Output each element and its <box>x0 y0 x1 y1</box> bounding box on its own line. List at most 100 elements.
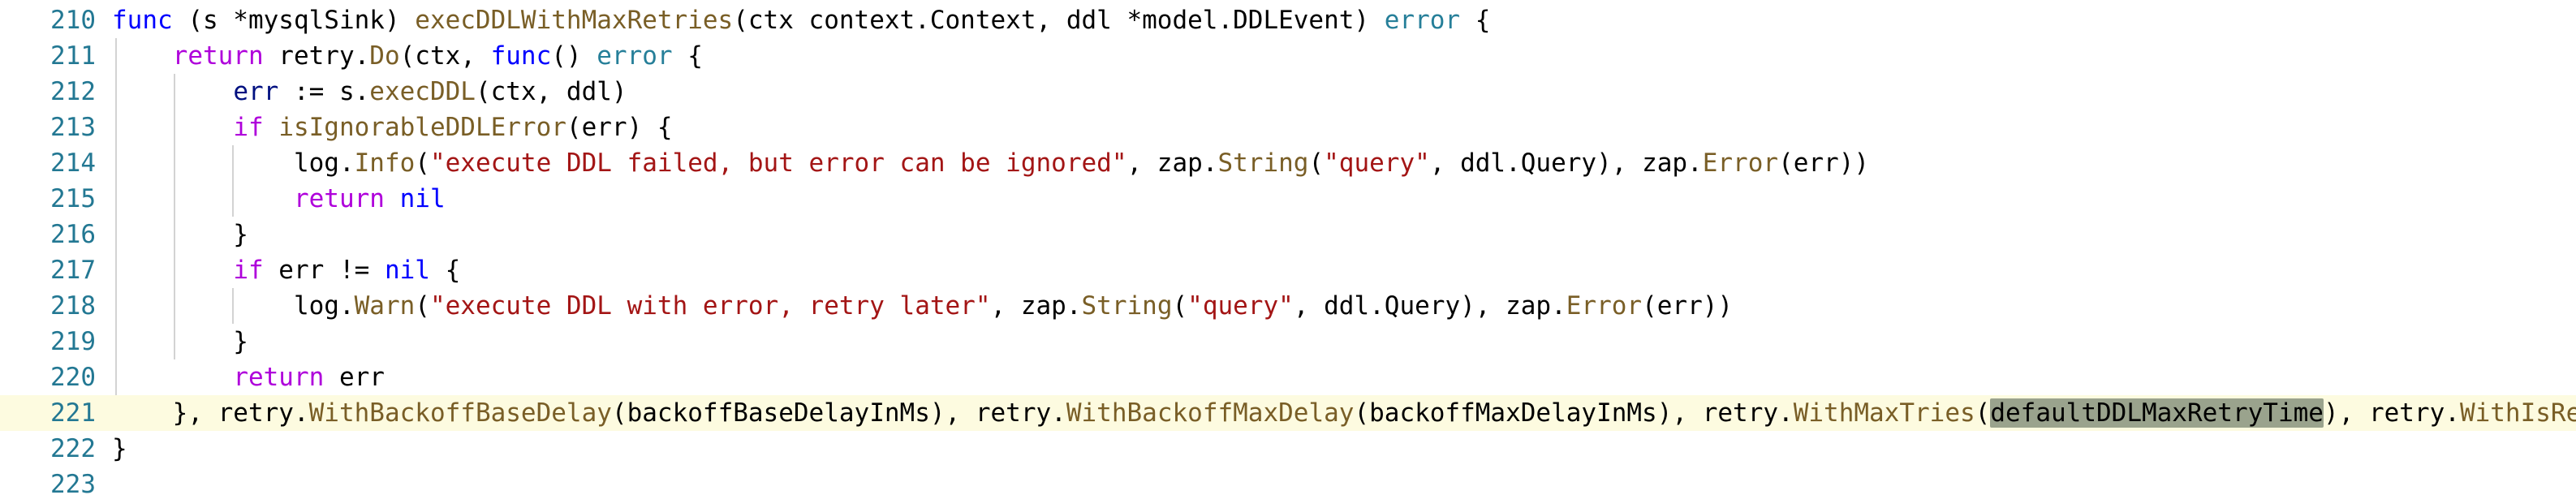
code-line[interactable]: 223 <box>0 467 2576 495</box>
code-token: (err)) <box>1778 148 1870 178</box>
code-text: return retry.Do(ctx, func() error { <box>112 38 703 74</box>
code-token: ), retry. <box>2323 398 2460 428</box>
indent-guide <box>232 288 234 324</box>
code-line[interactable]: 215 return nil <box>0 181 2576 217</box>
code-token: func <box>112 6 173 35</box>
code-token <box>112 113 233 142</box>
code-token: String <box>1081 291 1173 321</box>
code-line[interactable]: 212 err := s.execDDL(ctx, ddl) <box>0 74 2576 110</box>
line-number: 210 <box>50 6 96 35</box>
code-token: ( <box>1308 148 1325 178</box>
code-token: (backoffBaseDelayInMs), retry. <box>611 398 1066 428</box>
code-token <box>112 77 233 106</box>
code-text: log.Info("execute DDL failed, but error … <box>112 145 1869 181</box>
code-token: Warn <box>354 291 416 321</box>
line-number: 213 <box>50 113 96 142</box>
code-token: "query" <box>1187 291 1294 321</box>
code-text: return nil <box>112 181 446 217</box>
code-token: }, retry. <box>112 398 309 428</box>
code-token <box>112 41 173 71</box>
code-line[interactable]: 219 } <box>0 324 2576 359</box>
code-text: if err != nil { <box>112 252 460 288</box>
code-token: nil <box>384 256 430 285</box>
code-token: error <box>1384 6 1461 35</box>
code-token: := s. <box>278 77 370 106</box>
code-text: }, retry.WithBackoffBaseDelay(backoffBas… <box>112 395 2576 431</box>
code-token: String <box>1217 148 1309 178</box>
code-text: } <box>112 217 248 252</box>
code-token: (backoffMaxDelayInMs), retry. <box>1354 398 1794 428</box>
code-token: retry. <box>263 41 370 71</box>
code-token: "query" <box>1324 148 1430 178</box>
code-token: return <box>172 41 264 71</box>
code-token: err <box>324 363 385 392</box>
code-text: if isIgnorableDDLError(err) { <box>112 110 672 145</box>
code-line[interactable]: 220 return err <box>0 359 2576 395</box>
line-number: 214 <box>50 148 96 178</box>
line-number: 215 <box>50 184 96 213</box>
code-token: "execute DDL failed, but error can be ig… <box>429 148 1127 178</box>
code-line[interactable]: 214 log.Info("execute DDL failed, but er… <box>0 145 2576 181</box>
indent-guide <box>232 145 234 217</box>
highlighted-token: defaultDDLMaxRetryTime <box>1990 398 2324 428</box>
code-text: err := s.execDDL(ctx, ddl) <box>112 74 627 110</box>
code-token: func <box>490 41 552 71</box>
line-number: 219 <box>50 327 96 356</box>
code-token: } <box>112 434 127 463</box>
code-token: ( <box>1172 291 1188 321</box>
line-number: 211 <box>50 41 96 71</box>
code-token: if <box>233 113 264 142</box>
code-token: Error <box>1702 148 1779 178</box>
code-token: error <box>597 41 673 71</box>
code-token: WithIsRetryableErr <box>2459 398 2576 428</box>
code-token: log. <box>293 148 355 178</box>
code-token <box>112 363 233 392</box>
code-token: (ctx, ddl) <box>475 77 627 106</box>
code-token: { <box>1460 6 1491 35</box>
line-number: 217 <box>50 256 96 285</box>
code-token <box>112 184 294 213</box>
code-line[interactable]: 222} <box>0 431 2576 467</box>
code-line[interactable]: 210 func (s *mysqlSink) execDDLWithMaxRet… <box>0 2 2576 38</box>
code-text: log.Warn("execute DDL with error, retry … <box>112 288 1733 324</box>
code-token: nil <box>399 184 446 213</box>
code-token: if <box>233 256 264 285</box>
code-token <box>112 256 233 285</box>
code-text: return err <box>112 359 385 395</box>
code-token: ( <box>415 148 430 178</box>
line-number: 216 <box>50 220 96 249</box>
code-token: () <box>551 41 597 71</box>
code-token: "execute DDL with error, retry later" <box>429 291 991 321</box>
code-line[interactable]: 216 } <box>0 217 2576 252</box>
code-token: WithBackoffMaxDelay <box>1066 398 1355 428</box>
code-text: func (s *mysqlSink) execDDLWithMaxRetrie… <box>112 2 1490 38</box>
code-token: (err)) <box>1642 291 1734 321</box>
line-number: 223 <box>50 470 96 495</box>
code-token: , ddl.Query), zap. <box>1429 148 1703 178</box>
code-token: return <box>293 184 385 213</box>
code-token: execDDL <box>369 77 476 106</box>
code-token: Do <box>369 41 400 71</box>
code-token: WithMaxTries <box>1793 398 1975 428</box>
code-token: { <box>672 41 703 71</box>
code-line[interactable]: 213 if isIgnorableDDLError(err) { <box>0 110 2576 145</box>
code-line[interactable]: 217 if err != nil { <box>0 252 2576 288</box>
code-token: Error <box>1566 291 1643 321</box>
code-line[interactable]: 218 log.Warn("execute DDL with error, re… <box>0 288 2576 324</box>
indent-guide <box>174 74 175 359</box>
code-token: ( <box>415 291 430 321</box>
code-token: (ctx context.Context, ddl *model.DDLEven… <box>733 6 1385 35</box>
code-token: , ddl.Query), zap. <box>1293 291 1566 321</box>
code-token: return <box>233 363 325 392</box>
code-token: , zap. <box>1126 148 1218 178</box>
line-number: 218 <box>50 291 96 321</box>
indent-guide <box>115 38 117 395</box>
code-token: { <box>429 256 461 285</box>
code-line[interactable]: 211 return retry.Do(ctx, func() error { <box>0 38 2576 74</box>
code-token: ( <box>1975 398 1991 428</box>
code-token: (ctx, <box>399 41 491 71</box>
code-line[interactable]: 221 }, retry.WithBackoffBaseDelay(backof… <box>0 395 2576 431</box>
code-text: } <box>112 431 127 467</box>
code-token: log. <box>293 291 355 321</box>
